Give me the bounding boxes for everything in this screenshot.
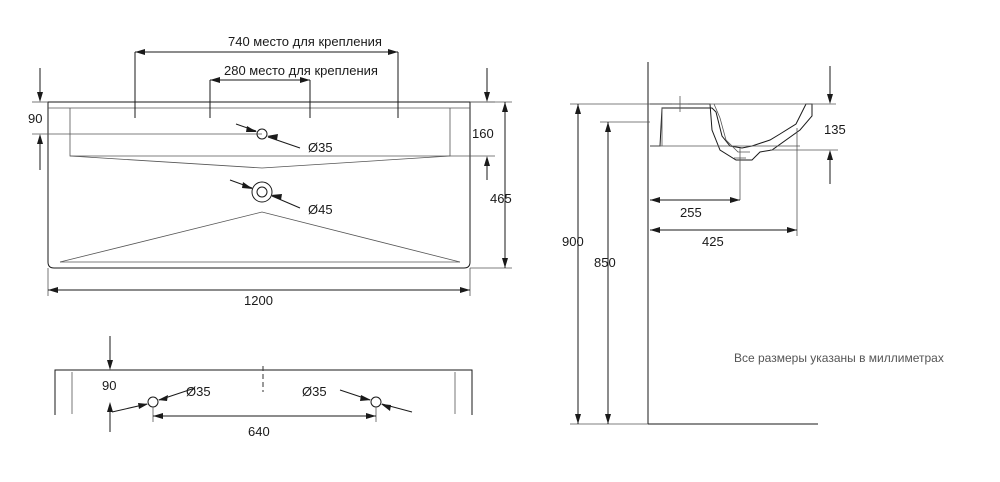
dim-90-arrow-top [37, 92, 43, 102]
dim-640-label: 640 [248, 424, 270, 439]
top-view: 740 место для крепления 280 место для кр… [28, 34, 512, 308]
dim-640-arrow-right [366, 413, 376, 419]
dim-90-arrow-bottom [37, 134, 43, 144]
basin-inner [69, 108, 451, 157]
rear-hole-right-arrow [360, 395, 371, 401]
units-note: Все размеры указаны в миллиметрах [734, 351, 944, 365]
dim-740-arrow-left [135, 49, 145, 55]
dim-900-label: 900 [562, 234, 584, 249]
dim-425-arrow-left [650, 227, 660, 233]
dim-850-arrow-top [605, 122, 611, 132]
dim-255-arrow-right [730, 197, 740, 203]
basin-outline [47, 101, 471, 269]
rear-hole-35-left-label: Ø35 [186, 384, 211, 399]
mount-280-label: 280 место для крепления [224, 63, 378, 78]
dim-1200-label: 1200 [244, 293, 273, 308]
dim-135-arrow-bottom [827, 150, 833, 160]
dim-465-label: 465 [490, 191, 512, 206]
hole35-leader-out [267, 136, 301, 149]
basin-slope-lower [59, 211, 461, 263]
dim-465-arrow-bottom [502, 258, 508, 268]
rear-hole-right [370, 396, 382, 408]
dim-90-label: 90 [28, 111, 42, 126]
rear-hole-left [147, 396, 159, 408]
dim-255-label: 255 [680, 205, 702, 220]
dim-255-arrow-left [650, 197, 660, 203]
dim-160-arrow-top [484, 92, 490, 102]
hole45-arrow [242, 182, 253, 189]
hole-35-label: Ø35 [308, 140, 333, 155]
dim-465-arrow-top [502, 102, 508, 112]
hole35-arrow [246, 126, 257, 132]
dim-900-arrow-top [575, 104, 581, 114]
side-view: 135 255 425 900 850 [562, 62, 846, 425]
hole-45-label: Ø45 [308, 202, 333, 217]
basin-profile-outer [650, 103, 813, 161]
drain-hole-inner [256, 186, 268, 198]
dim-640-arrow-left [153, 413, 163, 419]
drain-hole-outer [251, 181, 273, 203]
dim-160-arrow-bottom [484, 156, 490, 166]
dim-280-arrow-left [210, 77, 220, 83]
hole45-leader-out [271, 195, 301, 209]
rear-dim-90-label: 90 [102, 378, 116, 393]
dim-1200-arrow-right [460, 287, 470, 293]
bottom-view: 90 Ø35 Ø35 640 [54, 336, 473, 439]
dim-425-arrow-right [787, 227, 797, 233]
dim-135-arrow-top [827, 94, 833, 104]
basin-slope-upper [69, 155, 451, 169]
rear-dim-90-arrow-bottom [107, 402, 113, 412]
mount-740-label: 740 место для крепления [228, 34, 382, 49]
rear-hole-left-arrow-2 [158, 395, 168, 401]
hole35-arrow-2 [267, 134, 278, 140]
rear-hole-right-arrow-2 [381, 404, 391, 411]
hole45-arrow-2 [271, 194, 282, 200]
dim-900-arrow-bottom [575, 414, 581, 424]
dim-740-arrow-right [388, 49, 398, 55]
basin-profile-inner [713, 103, 750, 153]
dim-280-arrow-right [300, 77, 310, 83]
dim-1200-arrow-left [48, 287, 58, 293]
dim-160-label: 160 [472, 126, 494, 141]
dim-425-label: 425 [702, 234, 724, 249]
rear-hole-35-right-label: Ø35 [302, 384, 327, 399]
faucet-hole [256, 128, 268, 140]
rear-hole-left-arrow [138, 403, 148, 409]
dim-850-label: 850 [594, 255, 616, 270]
dim-135-label: 135 [824, 122, 846, 137]
dim-850-arrow-bottom [605, 414, 611, 424]
rear-dim-90-arrow-top [107, 360, 113, 370]
